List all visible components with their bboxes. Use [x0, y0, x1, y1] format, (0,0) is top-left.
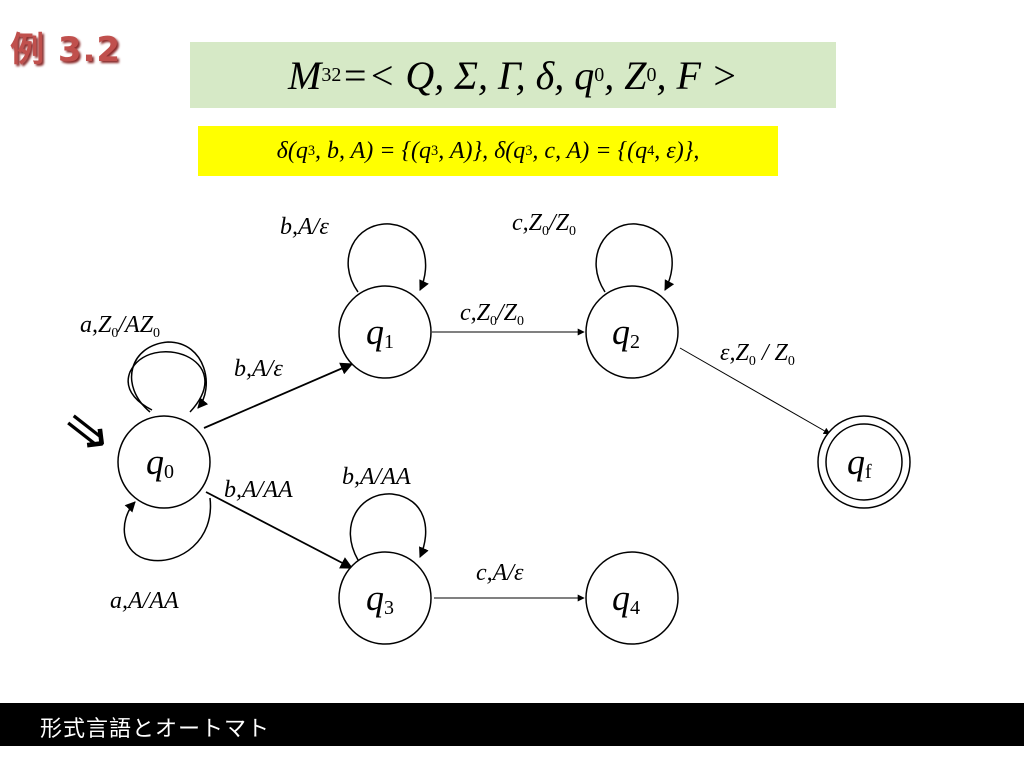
- delta-part4: , c, A) = {(q: [532, 137, 648, 164]
- slide-title: 例 3.2: [10, 30, 122, 70]
- label-q0-q3: b,A/AA: [224, 477, 293, 503]
- edge-q2-qf: [679, 347, 831, 435]
- delta-sub4: 4: [647, 142, 655, 159]
- delta-part3: , A)}, δ(q: [438, 137, 526, 164]
- delta-part5: , ε)},: [654, 137, 700, 164]
- state-q2: [585, 285, 679, 379]
- label-q2-loop: c,Z0/Z0: [512, 210, 576, 239]
- state-q0: [117, 415, 211, 509]
- state-qf-inner: [825, 423, 903, 501]
- edge-q0-q3: [205, 491, 354, 569]
- initial-state-arrow: ⇒: [49, 391, 126, 471]
- loop-q2: [595, 223, 675, 293]
- label-q0-loop-bottom: a,A/AA: [110, 588, 179, 614]
- def-suffix: , F >: [656, 52, 738, 98]
- footer-text: 形式言語とオートマト: [40, 717, 271, 742]
- delta-sub3: 3: [525, 142, 533, 159]
- def-name-sub: 32: [321, 63, 342, 86]
- label-q0-q1: b,A/ε: [234, 356, 283, 382]
- state-q3: [338, 551, 432, 645]
- state-qf-outer: [817, 415, 911, 509]
- state-q4: [585, 551, 679, 645]
- def-q-sub: 0: [594, 63, 605, 86]
- loop-q1: [347, 223, 429, 293]
- label-q1-loop: b,A/ε: [280, 214, 329, 240]
- delta-sub1: 3: [307, 142, 316, 159]
- edge-q0-q1: [203, 362, 354, 429]
- delta-part1: δ(q: [276, 137, 308, 164]
- loop-q0-top-arrow: [130, 341, 209, 413]
- state-qf-label: qf: [847, 442, 872, 483]
- loop-q3: [349, 493, 429, 561]
- state-q0-label: q0: [146, 442, 174, 483]
- delta-sub2: 3: [431, 142, 439, 159]
- loop-q0-top: [127, 350, 206, 413]
- state-q2-label: q2: [612, 312, 640, 353]
- state-q3-label: q3: [366, 578, 394, 619]
- def-mid: , Z: [604, 52, 647, 98]
- label-q2-qf: ε,Z0 / Z0: [720, 340, 795, 369]
- label-q3-loop: b,A/AA: [342, 464, 411, 490]
- state-q1: [338, 285, 432, 379]
- state-q1-label: q1: [366, 312, 394, 353]
- delta-part2: , b, A) = {(q: [315, 137, 432, 164]
- label-q0-loop-top: a,Z0/AZ0: [80, 312, 160, 341]
- def-name: M: [288, 52, 322, 98]
- label-q3-q4: c,A/ε: [476, 560, 524, 586]
- def-prefix: =< Q, Σ, Γ, δ, q: [341, 52, 595, 98]
- footer-bar: 形式言語とオートマト: [0, 703, 1024, 746]
- state-q4-label: q4: [612, 578, 640, 619]
- label-q1-q2: c,Z0/Z0: [460, 300, 524, 329]
- def-z-sub: 0: [646, 63, 657, 86]
- loop-q0-bottom: [123, 497, 212, 562]
